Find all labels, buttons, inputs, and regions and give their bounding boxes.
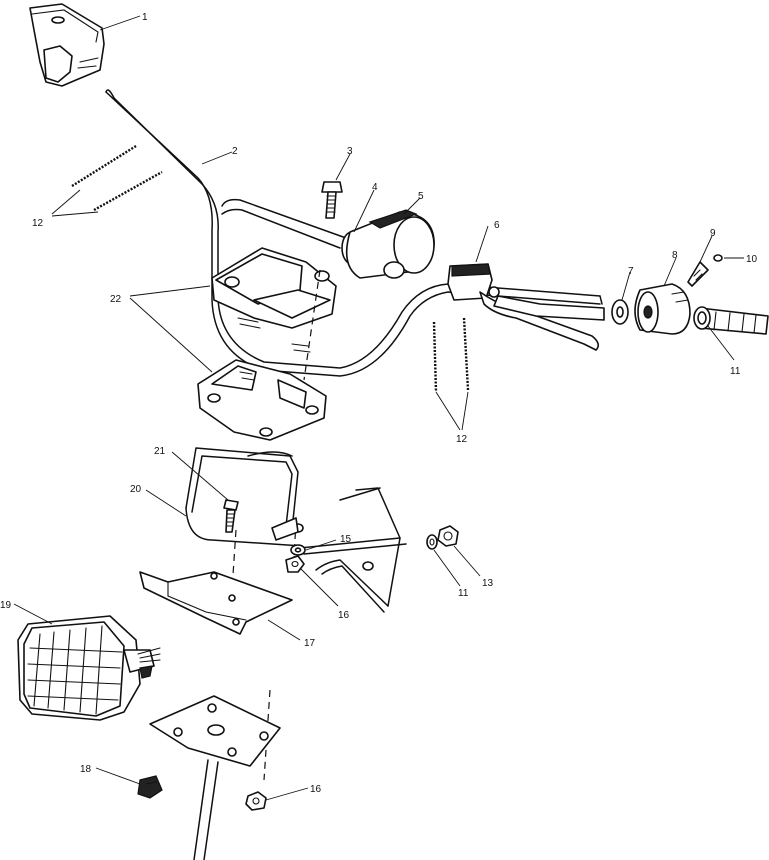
part-12-cable-ties-right [432,317,470,393]
callout-3: 3 [347,146,353,157]
part-3-bolt [321,181,343,219]
callout-13: 13 [482,578,494,589]
callout-12-right: 12 [456,434,468,445]
part-6-brake-master-cylinder [447,263,605,351]
callout-16-lower: 16 [310,784,322,795]
part-13-nut [437,525,459,547]
callout-5: 5 [418,191,424,202]
part-17-mounting-plate [139,571,293,635]
callout-11-grip: 11 [730,366,741,377]
alignment-lines [231,269,321,781]
callout-16-upper: 16 [338,610,350,621]
part-11-washer [426,534,438,550]
part-1-handlebar-cover [29,3,105,87]
part-8-throttle-housing [634,283,691,335]
callout-17: 17 [304,638,316,649]
callout-21: 21 [154,446,166,457]
part-11-grip [693,306,769,335]
part-9-screw [687,261,709,287]
part-7-collar [611,299,629,325]
callout-labels: 1 2 3 4 5 6 7 8 9 10 11 12 12 22 21 20 1… [0,12,758,795]
callout-10: 10 [746,254,758,265]
part-12-cable-ties-left [71,144,163,212]
callout-9: 9 [710,228,716,239]
part-16-nut-lower [245,791,267,811]
part-22-upper-clamp [211,247,337,353]
part-15-washer [290,544,306,556]
part-21-bolt [223,499,239,533]
callout-12-left: 12 [32,218,44,229]
part-19-headlight [17,615,161,721]
part-10-small-screw [713,254,723,262]
callout-20: 20 [130,484,142,495]
callout-8: 8 [672,250,678,261]
callout-22: 22 [110,294,122,305]
callout-7: 7 [628,266,634,277]
callout-19: 19 [0,600,12,611]
callout-1: 1 [142,12,148,23]
headlight-mount-plate [149,695,281,860]
part-18-clip [137,775,163,799]
callout-11-washer: 11 [458,588,469,599]
callout-18: 18 [80,764,92,775]
part-5-handlebar-pad [345,209,435,279]
callout-4: 4 [372,182,378,193]
leader-lines [13,15,744,801]
callout-15: 15 [340,534,352,545]
part-20-light-bracket [185,447,407,613]
callout-6: 6 [494,220,500,231]
part-22-lower-clamp [197,359,327,441]
callout-2: 2 [232,146,238,157]
part-16-nut-upper [285,555,305,573]
